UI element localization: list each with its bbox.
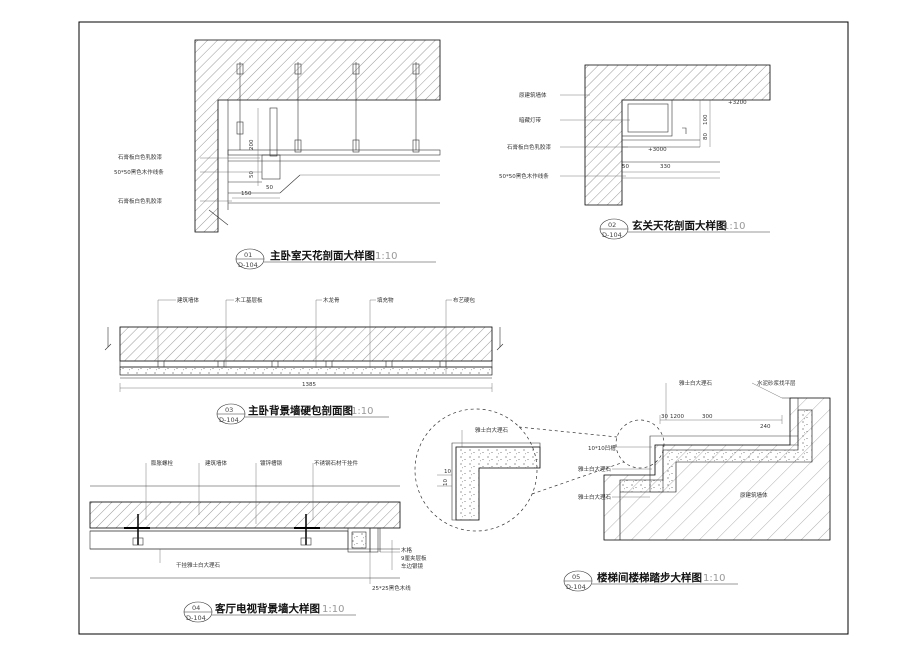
label-03-fabric-panel: 布艺硬包 <box>453 296 476 304</box>
label-01-gypsum-board-2: 石膏板白色乳胶漆 <box>118 197 163 205</box>
anchor-bolt-icon <box>124 514 150 546</box>
dim-05-10-b: 10 <box>444 469 451 475</box>
label-05-marble-top: 雅士白大理石 <box>679 379 713 387</box>
label-05-wall: 原建筑墙体 <box>740 491 768 499</box>
dim-02-50: 50 <box>622 164 629 170</box>
label-04-plywood: 9厘夹层板 <box>401 554 427 562</box>
label-01-wood-strip: 50*50黑色木作线条 <box>114 168 164 176</box>
dim-01-200: 200 <box>249 139 255 150</box>
detail-01-drawing: 200 50 150 50 <box>194 39 441 233</box>
detail-05-number: 05 <box>572 573 580 581</box>
detail-05-scale: 1:10 <box>703 573 725 584</box>
detail-02-drawing: +3200 +3000 100 80 50 330 <box>560 64 771 206</box>
label-03-wall: 建筑墙体 <box>177 296 200 304</box>
label-05-marble-low: 雅士白大理石 <box>578 493 612 501</box>
detail-04-drawing <box>89 463 401 584</box>
ceiling-hanger-rods <box>236 62 420 153</box>
label-04-marble: 干挂雅士白大理石 <box>176 561 221 569</box>
label-04-stone-hanger: 不锈钢石材干挂件 <box>314 459 359 467</box>
label-03-wood-keel: 木龙骨 <box>323 296 340 304</box>
label-05-mortar: 水泥砂浆找平层 <box>757 379 796 387</box>
detail-04-sheet-ref: D-104 <box>186 614 206 622</box>
sheet-frame <box>78 21 849 635</box>
detail-02-number: 02 <box>608 221 616 229</box>
dim-05-240: 240 <box>760 424 771 430</box>
label-03-base-board: 木工基层板 <box>235 296 263 304</box>
anchor-bolt-icon <box>294 514 320 546</box>
label-01-gypsum-board: 石膏板白色乳胶漆 <box>118 153 163 161</box>
dim-05-1200: 1200 <box>670 414 684 420</box>
detail-01-number: 01 <box>244 251 252 259</box>
detail-02-title: 玄关天花剖面大样图 <box>632 219 727 232</box>
dim-01-50-vert: 50 <box>249 171 255 178</box>
detail-02-sheet-ref: D-104 <box>602 231 622 239</box>
detail-05-title-block: 05 D-104 楼梯间楼梯踏步大样图 1:10 <box>563 570 738 592</box>
label-04-mirror: 车边银镜 <box>401 562 424 570</box>
detail-04-scale: 1:10 <box>322 604 344 615</box>
detail-01-title: 主卧室天花剖面大样图 <box>270 249 375 262</box>
dim-02-330: 330 <box>660 164 671 170</box>
detail-03-number: 03 <box>225 406 233 414</box>
dim-05-groove: 10*10凹槽 <box>588 444 616 452</box>
label-04-channel-steel: 镀锌槽钢 <box>260 459 283 467</box>
detail-03-scale: 1:10 <box>351 406 373 417</box>
detail-01-scale: 1:10 <box>375 251 397 262</box>
detail-01-title-block: 01 D-104 主卧室天花剖面大样图 1:10 <box>235 248 436 270</box>
detail-04-title-block: 04 D-104 客厅电视背景墙大样图 1:10 <box>183 601 356 623</box>
label-02-wall: 原建筑墙体 <box>519 91 547 99</box>
label-04-expansion-bolt: 膨胀螺栓 <box>151 459 174 467</box>
dim-02-100: 100 <box>703 114 709 125</box>
detail-04-title: 客厅电视背景墙大样图 <box>214 602 320 615</box>
detail-03-title: 主卧背景墙硬包剖面图 <box>248 404 353 417</box>
dim-02-80: 80 <box>703 133 709 140</box>
detail-03-sheet-ref: D-104 <box>219 416 239 424</box>
detail-01-sheet-ref: D-104 <box>238 261 258 269</box>
label-04-wall: 建筑墙体 <box>205 459 228 467</box>
dim-05-300: 300 <box>702 414 713 420</box>
label-04-wood-line: 25*25黑色木线 <box>372 584 411 592</box>
dim-01-150: 150 <box>241 191 252 197</box>
label-03-filler: 填充物 <box>377 296 394 304</box>
label-02-light-strip: 暗藏灯带 <box>519 116 542 124</box>
dim-02-3000: +3000 <box>648 147 667 153</box>
detail-02-scale: 1:10 <box>723 221 745 232</box>
label-05-marble-mid: 雅士白大理石 <box>578 465 612 473</box>
detail-05-sheet-ref: D-104 <box>566 583 586 591</box>
dim-03-1385: 1385 <box>302 382 316 388</box>
dim-05-30: 30 <box>661 414 668 420</box>
detail-05-drawing: 30 1200 300 240 原建筑墙体 <box>603 382 831 541</box>
label-05-zoom-marble: 雅士白大理石 <box>475 426 509 434</box>
detail-04-number: 04 <box>192 604 200 612</box>
detail-05-zoom-circle <box>414 408 665 532</box>
label-02-gypsum-board: 石膏板白色乳胶漆 <box>507 143 552 151</box>
label-02-wood-strip: 50*50黑色木作线条 <box>499 172 549 180</box>
dim-01-50: 50 <box>266 185 273 191</box>
detail-03-drawing: 1385 <box>104 299 504 392</box>
dim-02-3200: +3200 <box>728 100 747 106</box>
detail-05-title: 楼梯间楼梯踏步大样图 <box>597 571 702 584</box>
label-04-wood-grid: 木格 <box>401 546 413 554</box>
detail-02-title-block: 02 D-104 玄关天花剖面大样图 1:10 <box>599 218 770 240</box>
dim-05-10-a: 10 <box>443 479 449 486</box>
detail-03-title-block: 03 D-104 主卧背景墙硬包剖面图 1:10 <box>216 403 389 425</box>
